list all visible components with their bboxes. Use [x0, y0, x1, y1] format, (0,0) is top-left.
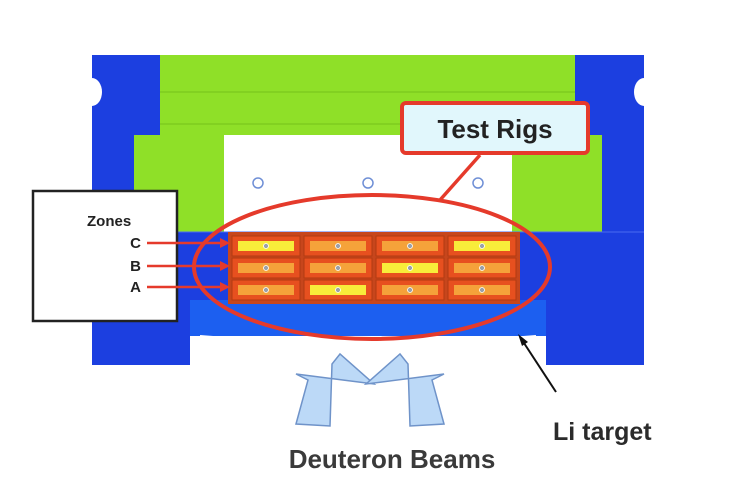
- test-rigs-label: Test Rigs: [437, 114, 552, 144]
- rig-port-c-3: [407, 243, 413, 249]
- rig-port-b-3: [407, 265, 413, 271]
- right-side-notch: [634, 78, 644, 106]
- rig-port-c-1: [263, 243, 269, 249]
- white-gap: [190, 336, 546, 368]
- zones-box: [31, 189, 179, 323]
- rig-port-a-4: [479, 287, 485, 293]
- rig-port-b-2: [335, 265, 341, 271]
- deuteron-beam-arrows: [295, 352, 445, 427]
- callout-pointer: [438, 153, 482, 202]
- target-curve: [199, 335, 537, 344]
- zone-label-c: C: [130, 235, 141, 252]
- cavity-hole-mid: [362, 177, 374, 189]
- zone-arrow-a-head: [220, 282, 230, 292]
- cavity-hole-left: [252, 177, 264, 189]
- test-rigs-callout: [400, 101, 590, 155]
- test-rigs-ellipse: [192, 193, 552, 341]
- rig-port-b-4: [479, 265, 485, 271]
- rig-port-b-1: [263, 265, 269, 271]
- rig-port-c-2: [335, 243, 341, 249]
- rig-port-a-2: [335, 287, 341, 293]
- zone-label-b: B: [130, 258, 141, 275]
- cavity-hole-right: [472, 177, 484, 189]
- li-target-pointer: [521, 339, 557, 393]
- zone-arrows: [147, 238, 230, 292]
- li-target-pointer-head: [518, 334, 528, 346]
- rig-port-a-3: [407, 287, 413, 293]
- rig-port-c-4: [479, 243, 485, 249]
- rig-port-a-1: [263, 287, 269, 293]
- deuteron-beams-label: Deuteron Beams: [289, 444, 496, 474]
- zones-title: Zones: [87, 213, 131, 230]
- left-side-notch: [92, 78, 102, 106]
- beam-arrow-right: [363, 352, 445, 427]
- test-rigs-grid: [228, 232, 520, 304]
- zone-label-a: A: [130, 279, 141, 296]
- zone-arrow-b-head: [220, 261, 230, 271]
- zone-arrow-c-head: [220, 238, 230, 248]
- beam-arrow-left: [295, 352, 377, 427]
- li-target-label: Li target: [553, 418, 652, 446]
- bottom-right-foot: [546, 300, 644, 365]
